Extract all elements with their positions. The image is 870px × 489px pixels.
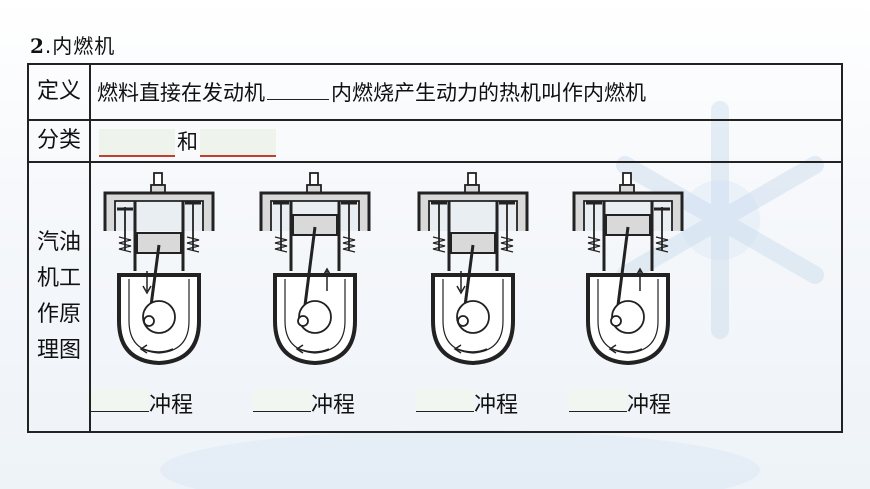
- section-title: .内燃机: [44, 34, 116, 58]
- stroke-suffix: 冲程: [474, 393, 519, 418]
- diagram-label: 汽油 机工 作原 理图: [27, 161, 91, 433]
- diagram-label-line: 作原: [36, 302, 81, 327]
- stroke-label-1: 冲程: [91, 387, 193, 419]
- stroke-label-2: 冲程: [253, 387, 355, 419]
- diagram-label-line: 理图: [36, 338, 81, 363]
- stroke-suffix: 冲程: [149, 393, 194, 418]
- stroke-label-3: 冲程: [416, 387, 518, 419]
- classification-blank-2[interactable]: [200, 128, 276, 157]
- stroke-suffix: 冲程: [311, 393, 356, 418]
- stroke-blank-1[interactable]: [91, 389, 149, 412]
- diagram-label-line: 汽油: [36, 230, 81, 255]
- diagram-row: 汽油 机工 作原 理图: [27, 161, 845, 433]
- diagram-label-line: 机工: [36, 266, 81, 291]
- stroke-suffix: 冲程: [627, 393, 672, 418]
- stroke-labels: 冲程 冲程 冲程 冲程: [91, 385, 845, 425]
- definition-label: 定义: [27, 63, 91, 121]
- classification-content: 和: [89, 119, 843, 163]
- engine-diagram-intake: [103, 172, 215, 366]
- classification-blank-1[interactable]: [99, 128, 175, 157]
- stroke-blank-3[interactable]: [416, 389, 474, 412]
- definition-text-before: 燃料直接在发动机: [97, 81, 265, 105]
- engine-diagrams: [91, 163, 845, 431]
- stroke-label-4: 冲程: [569, 387, 671, 419]
- engine-diagram-power: [417, 172, 529, 366]
- definition-row: 定义 燃料直接在发动机 内燃烧产生动力的热机叫作内燃机: [27, 63, 843, 121]
- section-number: 2: [30, 34, 45, 58]
- engine-diagram-compression: [259, 172, 371, 366]
- internal-combustion-engine-table: 定义 燃料直接在发动机 内燃烧产生动力的热机叫作内燃机 分类 和 汽油 机工 作原…: [27, 63, 843, 433]
- section-heading: 2.内燃机: [30, 30, 115, 59]
- stroke-blank-4[interactable]: [569, 389, 627, 412]
- definition-blank[interactable]: [267, 79, 329, 100]
- classification-row: 分类 和: [27, 119, 843, 163]
- definition-text-after: 内燃烧产生动力的热机叫作内燃机: [331, 81, 646, 105]
- definition-content: 燃料直接在发动机 内燃烧产生动力的热机叫作内燃机: [89, 63, 843, 121]
- classification-joiner: 和: [177, 129, 198, 154]
- engine-diagram-cell: 冲程 冲程 冲程 冲程: [89, 161, 845, 433]
- classification-label: 分类: [27, 119, 91, 163]
- engine-diagram-exhaust: [572, 172, 684, 366]
- stroke-blank-2[interactable]: [253, 389, 311, 412]
